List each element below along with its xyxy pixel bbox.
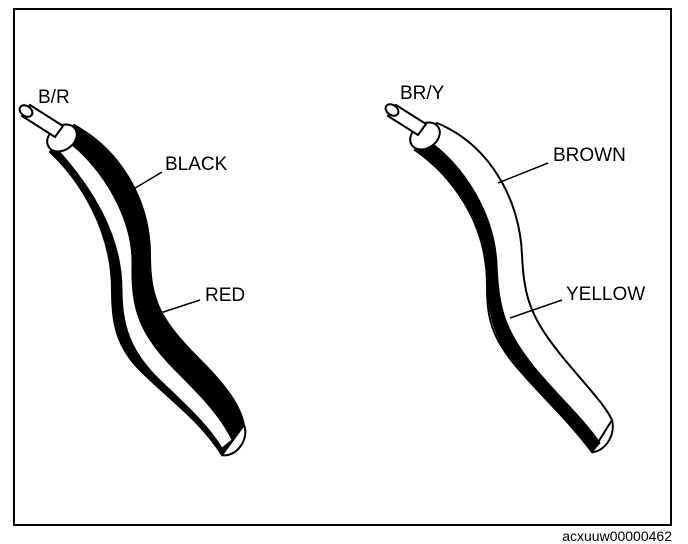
base-color-label-left: BLACK xyxy=(165,154,228,175)
wire-br xyxy=(18,103,247,457)
leader-black xyxy=(131,171,163,191)
leader-yellow xyxy=(509,299,563,319)
leader-brown xyxy=(497,162,549,184)
stripe-color-label-left: RED xyxy=(205,285,245,306)
wire-br-stripe xyxy=(57,139,233,449)
wire-code-label-right: BR/Y xyxy=(400,83,445,104)
leader-red xyxy=(144,299,201,319)
base-color-label-right: BROWN xyxy=(553,145,626,166)
wire-br-far-end xyxy=(221,424,247,457)
wire-bry xyxy=(384,103,614,454)
wire-br-conductor-tip xyxy=(18,104,34,118)
wire-bry-stripe xyxy=(417,137,601,453)
stripe-color-label-right: YELLOW xyxy=(566,284,645,305)
figure-code: acxuuw00000462 xyxy=(562,528,672,544)
wire-bry-conductor-tip xyxy=(384,103,400,117)
wire-bry-far-end xyxy=(591,419,614,453)
wire-code-label-left: B/R xyxy=(38,87,70,108)
